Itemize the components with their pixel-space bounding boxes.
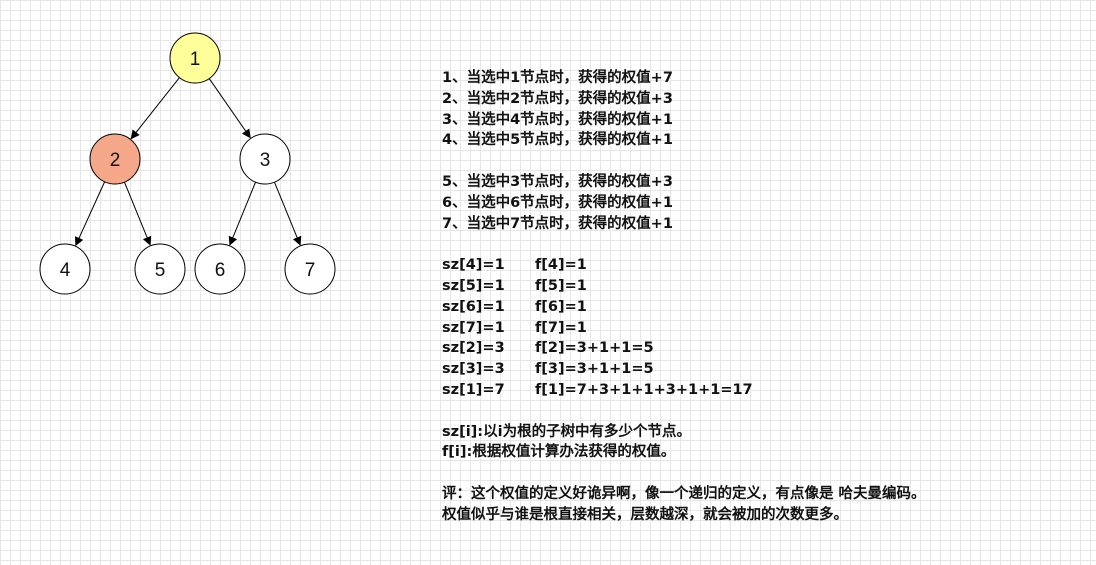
sz-f-row: sz[5]=1 f[5]=1 <box>442 276 1082 297</box>
node-circle-4 <box>39 243 91 295</box>
node-circle-5 <box>134 243 186 295</box>
node-label-6: 6 <box>215 260 226 281</box>
tree-nodes: 1 2 3 4 5 6 7 <box>39 32 336 295</box>
node-circle-6 <box>194 243 246 295</box>
tree-node-2: 2 <box>89 133 141 185</box>
definition-line: f[i]:根据权值计算办法获得的权值。 <box>442 444 676 461</box>
comment-line: 评：这个权值的定义好诡异啊，像一个递归的定义，有点像是 哈夫曼编码。 <box>442 485 926 502</box>
rule-line: 3、当选中4节点时，获得的权值+1 <box>442 111 673 128</box>
sz-value: sz[6]=1 <box>442 298 505 315</box>
sz-f-row: sz[3]=3 f[3]=3+1+1=5 <box>442 359 1082 380</box>
sz-f-row: sz[2]=3 f[2]=3+1+1=5 <box>442 338 1082 359</box>
node-circle-7 <box>284 243 336 295</box>
node-circle-3 <box>239 133 291 185</box>
tree-node-1: 1 <box>169 32 221 84</box>
f-value: f[7]=1 <box>535 319 587 336</box>
f-value: f[2]=3+1+1=5 <box>535 340 654 357</box>
sz-value: sz[1]=7 <box>442 381 505 398</box>
edge-3-7 <box>274 181 302 246</box>
f-value: f[4]=1 <box>535 257 587 274</box>
node-label-7: 7 <box>305 260 316 281</box>
f-value: f[6]=1 <box>535 298 587 315</box>
selection-rules-group-1: 1、当选中1节点时，获得的权值+7 2、当选中2节点时，获得的权值+3 3、当选中4… <box>442 68 1082 151</box>
sz-value: sz[7]=1 <box>442 319 505 336</box>
rule-line: 6、当选中6节点时，获得的权值+1 <box>442 194 673 211</box>
rule-line: 2、当选中2节点时，获得的权值+3 <box>442 90 673 107</box>
tree-edges <box>75 77 302 247</box>
rule-line: 7、当选中7节点时，获得的权值+1 <box>442 215 673 232</box>
f-value: f[1]=7+3+1+1+3+1+1=17 <box>535 381 753 398</box>
sz-value: sz[5]=1 <box>442 277 505 294</box>
definition-line: sz[i]:以i为根的子树中有多少个节点。 <box>442 423 692 440</box>
f-value: f[3]=3+1+1=5 <box>535 361 654 378</box>
edge-1-2 <box>130 77 180 140</box>
sz-f-row: sz[6]=1 f[6]=1 <box>442 297 1082 318</box>
definitions: sz[i]:以i为根的子树中有多少个节点。 f[i]:根据权值计算办法获得的权值。 <box>442 422 1082 464</box>
selection-rules-group-2: 5、当选中3节点时，获得的权值+3 6、当选中6节点时，获得的权值+1 7、当选中7… <box>442 172 1082 234</box>
tree-diagram: 1 2 3 4 5 6 7 <box>39 32 336 295</box>
comment-block: 评：这个权值的定义好诡异啊，像一个递归的定义，有点像是 哈夫曼编码。权值似乎与谁… <box>442 484 1082 526</box>
tree-node-4: 4 <box>39 243 91 295</box>
sz-f-row: sz[7]=1 f[7]=1 <box>442 318 1082 339</box>
node-circle-2 <box>89 133 141 185</box>
edge-2-4 <box>75 181 106 247</box>
tree-node-5: 5 <box>134 243 186 295</box>
notes-panel: 1、当选中1节点时，获得的权值+7 2、当选中2节点时，获得的权值+3 3、当选中4… <box>442 68 1082 526</box>
sz-value: sz[3]=3 <box>442 361 505 378</box>
node-label-5: 5 <box>155 260 166 281</box>
rule-line: 4、当选中5节点时，获得的权值+1 <box>442 132 673 149</box>
node-circle-1 <box>169 32 221 84</box>
edge-3-6 <box>228 181 256 246</box>
sz-value: sz[4]=1 <box>442 257 505 274</box>
rule-line: 5、当选中3节点时，获得的权值+3 <box>442 173 673 190</box>
edge-1-3 <box>208 78 251 139</box>
node-label-3: 3 <box>260 150 271 171</box>
node-label-4: 4 <box>60 260 71 281</box>
comment-line: 权值似乎与谁是根直接相关，层数越深，就会被加的次数更多。 <box>442 506 848 523</box>
node-label-2: 2 <box>110 150 121 171</box>
tree-node-3: 3 <box>239 133 291 185</box>
edge-2-5 <box>124 181 152 246</box>
sz-value: sz[2]=3 <box>442 340 505 357</box>
sz-f-row: sz[4]=1 f[4]=1 <box>442 255 1082 276</box>
sz-f-row: sz[1]=7 f[1]=7+3+1+1+3+1+1=17 <box>442 380 1082 401</box>
tree-node-7: 7 <box>284 243 336 295</box>
tree-node-6: 6 <box>194 243 246 295</box>
rule-line: 1、当选中1节点时，获得的权值+7 <box>442 70 673 86</box>
f-value: f[5]=1 <box>535 277 587 294</box>
node-label-1: 1 <box>190 49 201 70</box>
